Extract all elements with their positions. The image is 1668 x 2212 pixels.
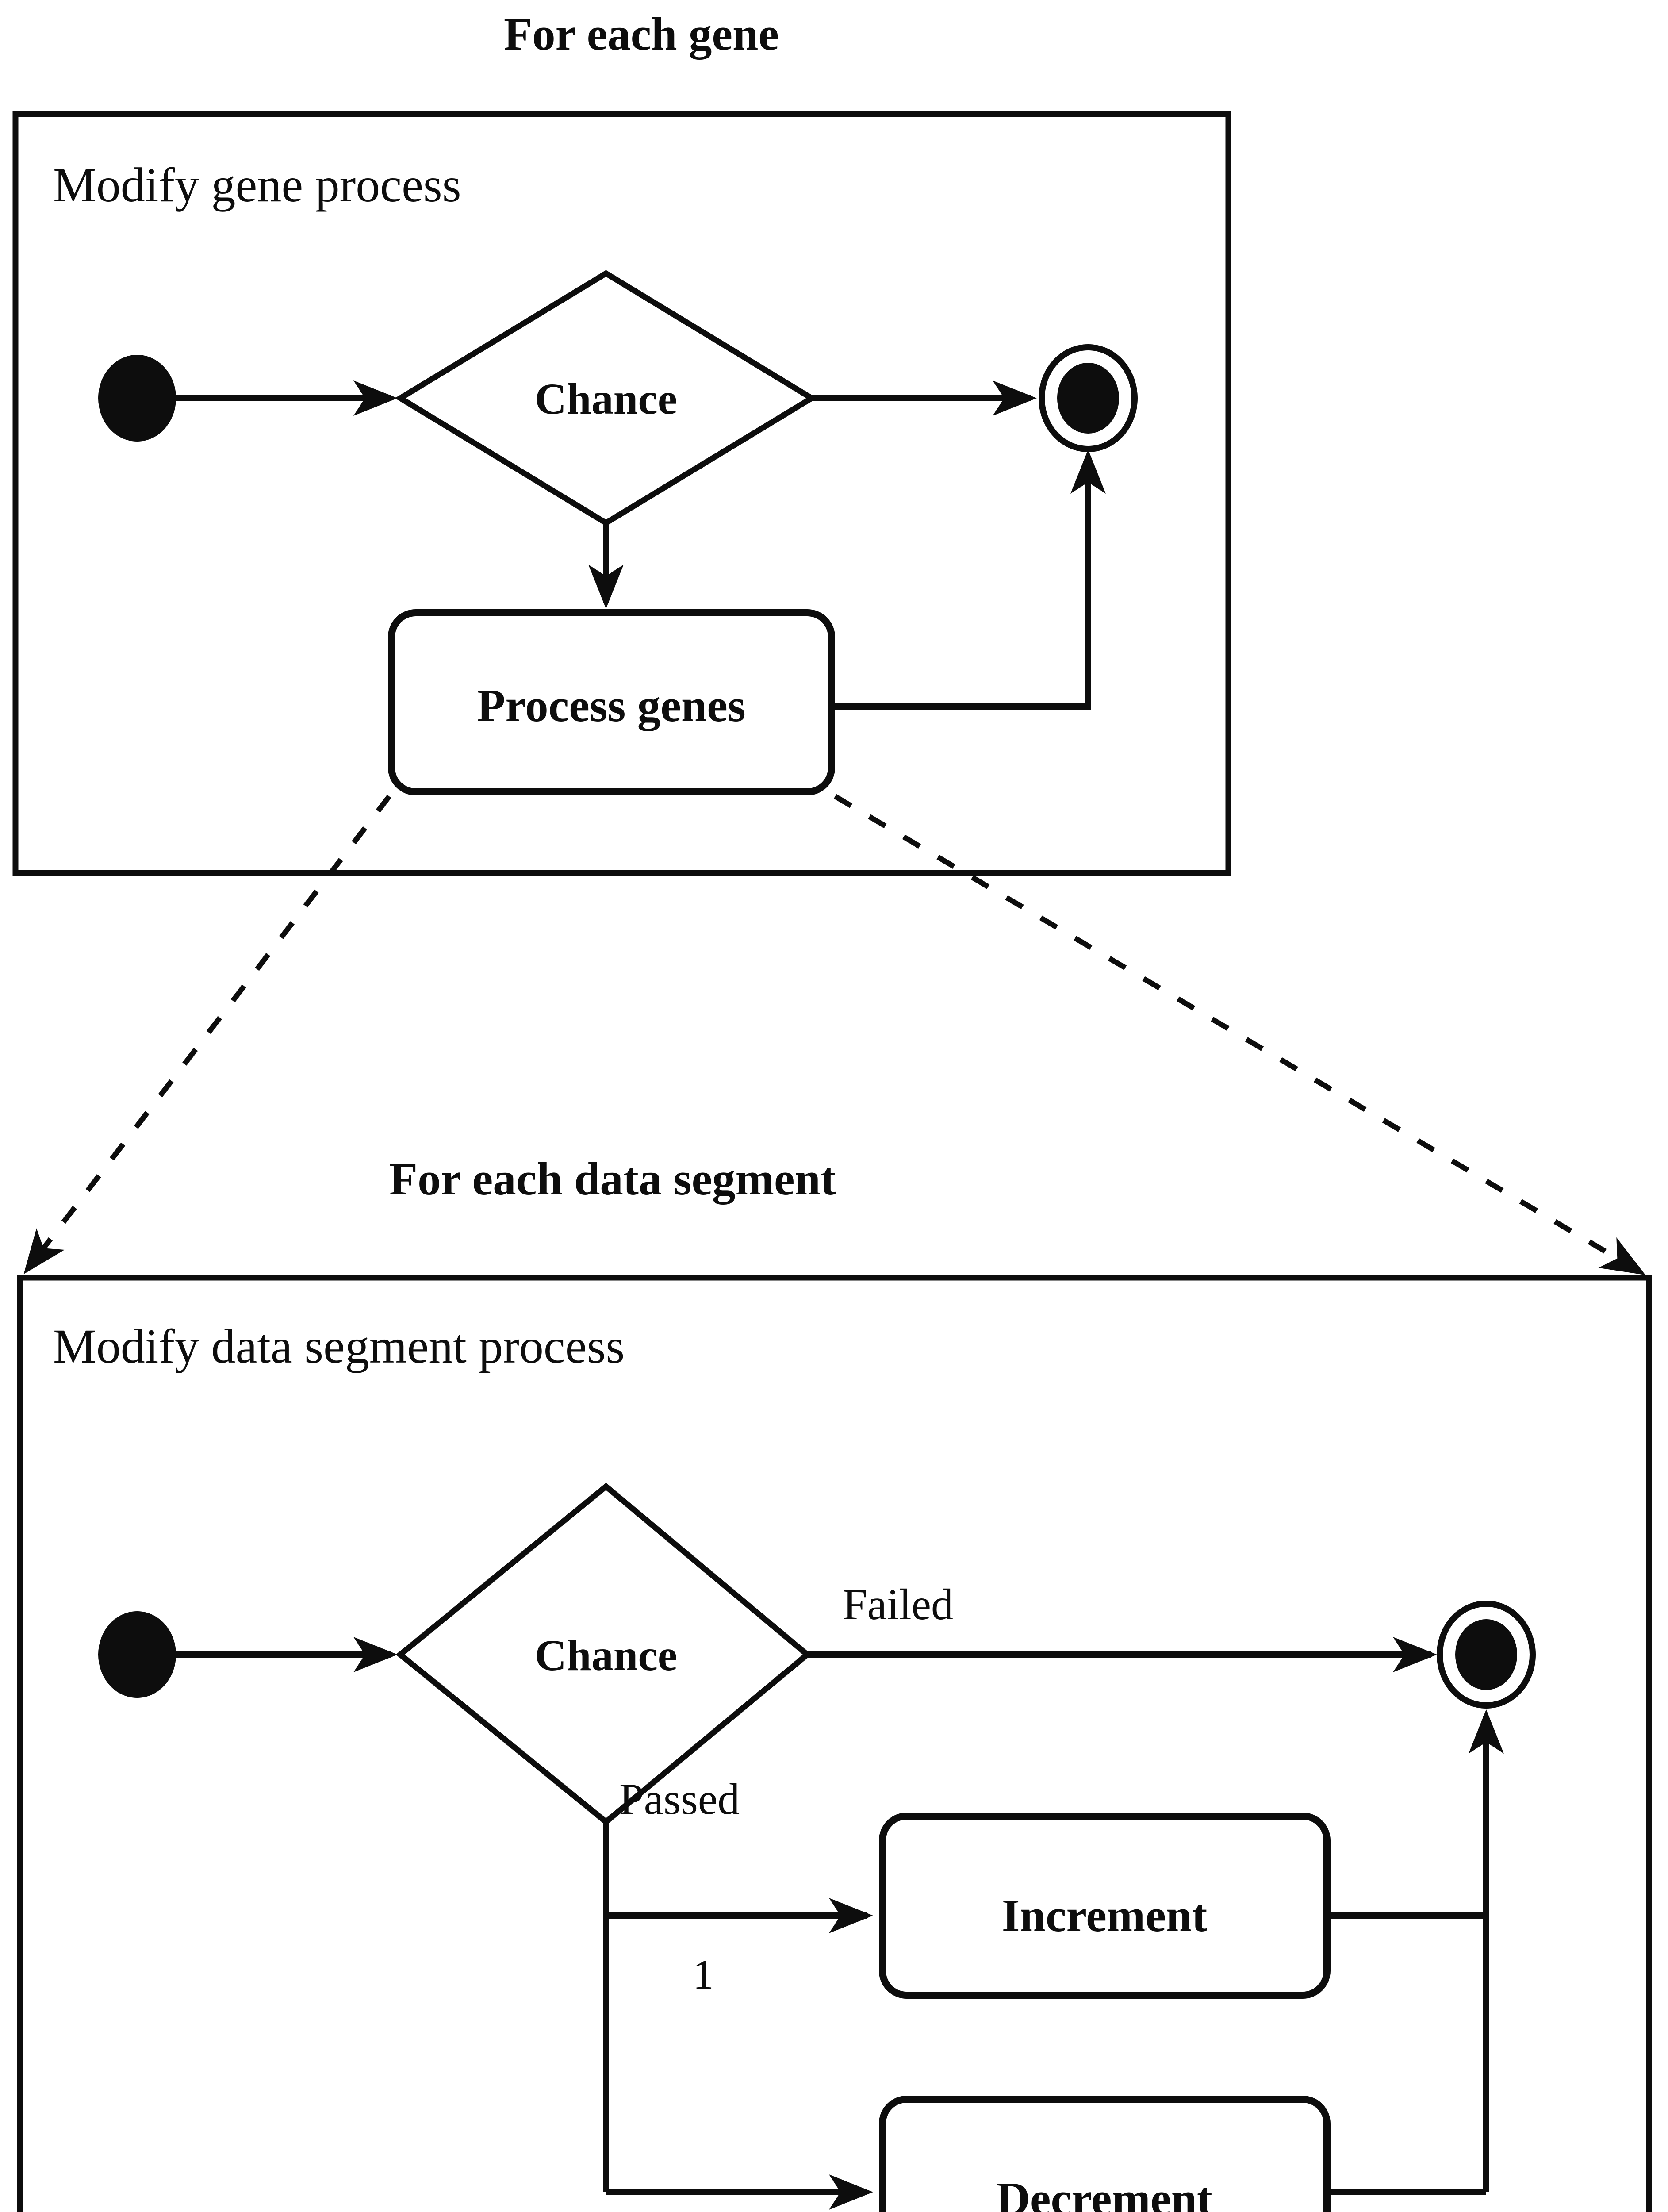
data-segment-section: For each data segment Modify data segmen… xyxy=(17,1153,1652,2212)
process-genes-label: Process genes xyxy=(477,680,746,731)
gene-start-node xyxy=(98,355,176,442)
expand-dashed-link-left xyxy=(23,795,391,1275)
decrement-activity xyxy=(879,2096,1331,2212)
increment-label: Increment xyxy=(1002,1889,1208,1941)
gene-end-node-core xyxy=(1057,363,1119,434)
data-segment-frame xyxy=(17,1275,1652,2212)
segment-decision-label: Chance xyxy=(535,1631,677,1680)
gene-process-section: For each gene Modify gene process Chance… xyxy=(12,8,1231,876)
gene-section-title: For each gene xyxy=(504,8,779,60)
process-genes-activity xyxy=(388,609,835,795)
passed-edge-label: Passed xyxy=(619,1774,740,1824)
decrement-label: Decrement xyxy=(997,2173,1212,2212)
branch-1-label: 1 xyxy=(693,1951,714,1998)
gene-decision-label: Chance xyxy=(535,374,677,423)
failed-edge-label: Failed xyxy=(843,1580,953,1629)
data-segment-frame-label: Modify data segment process xyxy=(53,1319,625,1373)
increment-activity xyxy=(879,1813,1331,1999)
gene-frame-label: Modify gene process xyxy=(53,158,461,212)
data-segment-section-title: For each data segment xyxy=(389,1153,836,1205)
activity-to-end-connector xyxy=(832,449,1106,710)
segment-end-node-core xyxy=(1455,1619,1517,1690)
segment-start-node xyxy=(98,1611,176,1698)
